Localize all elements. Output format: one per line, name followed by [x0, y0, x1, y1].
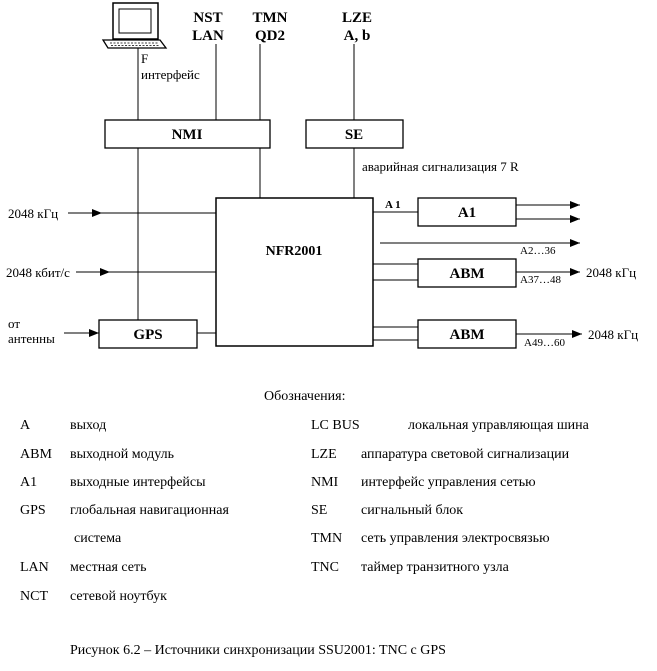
legend-desc: выход: [70, 418, 107, 433]
legend-desc: интерфейс управления сетью: [361, 475, 536, 490]
computer-icon: [101, 2, 168, 49]
legend-abbr: LAN: [20, 560, 49, 575]
legend-desc: таймер транзитного узла: [361, 560, 509, 575]
input-khz-label: 2048 кГц: [8, 206, 58, 221]
a49-60-label: A49…60: [524, 337, 565, 349]
se-block: [305, 119, 404, 149]
input-from-label: от: [8, 316, 20, 331]
nfr2001-block: [215, 197, 374, 347]
legend-desc: аппаратура световой сигнализации: [361, 447, 570, 462]
a37-48-label: A37…48: [520, 274, 561, 286]
legend-abbr: SE: [311, 503, 328, 518]
legend-desc: сетевой ноутбук: [70, 589, 167, 604]
gps-label: GPS: [133, 327, 162, 343]
legend-desc: сигнальный блок: [361, 503, 464, 518]
legend-abbr: ABM: [20, 447, 52, 462]
input-antenna-label: антенны: [8, 331, 55, 346]
legend-abbr: GPS: [20, 503, 46, 518]
legend-abbr: NMI: [311, 475, 339, 490]
label-nst: NST: [193, 10, 222, 26]
figure-caption: Рисунок 6.2 – Источники синхронизации SS…: [70, 643, 446, 658]
gps-block: [98, 319, 198, 349]
a1-label: A1: [458, 205, 476, 221]
abm1-label: ABM: [450, 266, 485, 282]
se-label: SE: [345, 127, 363, 143]
label-tmn: TMN: [253, 10, 288, 26]
legend-abbr: LZE: [311, 447, 337, 462]
label-f: F: [141, 51, 148, 66]
label-ab: A, b: [344, 28, 371, 44]
legend-desc: выходной модуль: [70, 447, 175, 462]
legend-abbr: A: [20, 418, 31, 433]
legend-desc: выходные интерфейсы: [70, 475, 206, 490]
legend-abbr: TMN: [311, 531, 343, 546]
label-lze: LZE: [342, 10, 372, 26]
legend-abbr: A1: [20, 475, 38, 490]
legend-abbr: NCT: [20, 589, 48, 604]
nmi-label: NMI: [172, 127, 203, 143]
label-f-interface: интерфейс: [141, 67, 200, 82]
a1-port-label: A 1: [385, 199, 401, 211]
abm2-label: ABM: [450, 327, 485, 343]
alarm-label: аварийная сигнализация 7 R: [362, 159, 519, 174]
nfr2001-label: NFR2001: [266, 244, 323, 259]
nmi-block: [104, 119, 271, 149]
legend-title: Обозначения:: [264, 389, 346, 404]
legend-abbr: LC BUS: [311, 418, 360, 433]
a2-36-label: A2…36: [520, 245, 556, 257]
input-kbit-label: 2048 кбит/с: [6, 265, 70, 280]
label-lan: LAN: [192, 28, 224, 44]
abm1-block: [417, 258, 517, 288]
legend-abbr: TNC: [311, 560, 339, 575]
legend-desc: сеть управления электросвязью: [361, 531, 550, 546]
legend-desc: система: [74, 531, 122, 546]
legend-desc: глобальная навигационная: [70, 503, 229, 518]
legend-desc: местная сеть: [70, 560, 147, 575]
legend-desc: локальная управляющая шина: [408, 418, 589, 433]
label-qd2: QD2: [255, 28, 285, 44]
out2-label: 2048 кГц: [588, 327, 638, 342]
a1-block: [417, 197, 517, 227]
out1-label: 2048 кГц: [586, 265, 636, 280]
